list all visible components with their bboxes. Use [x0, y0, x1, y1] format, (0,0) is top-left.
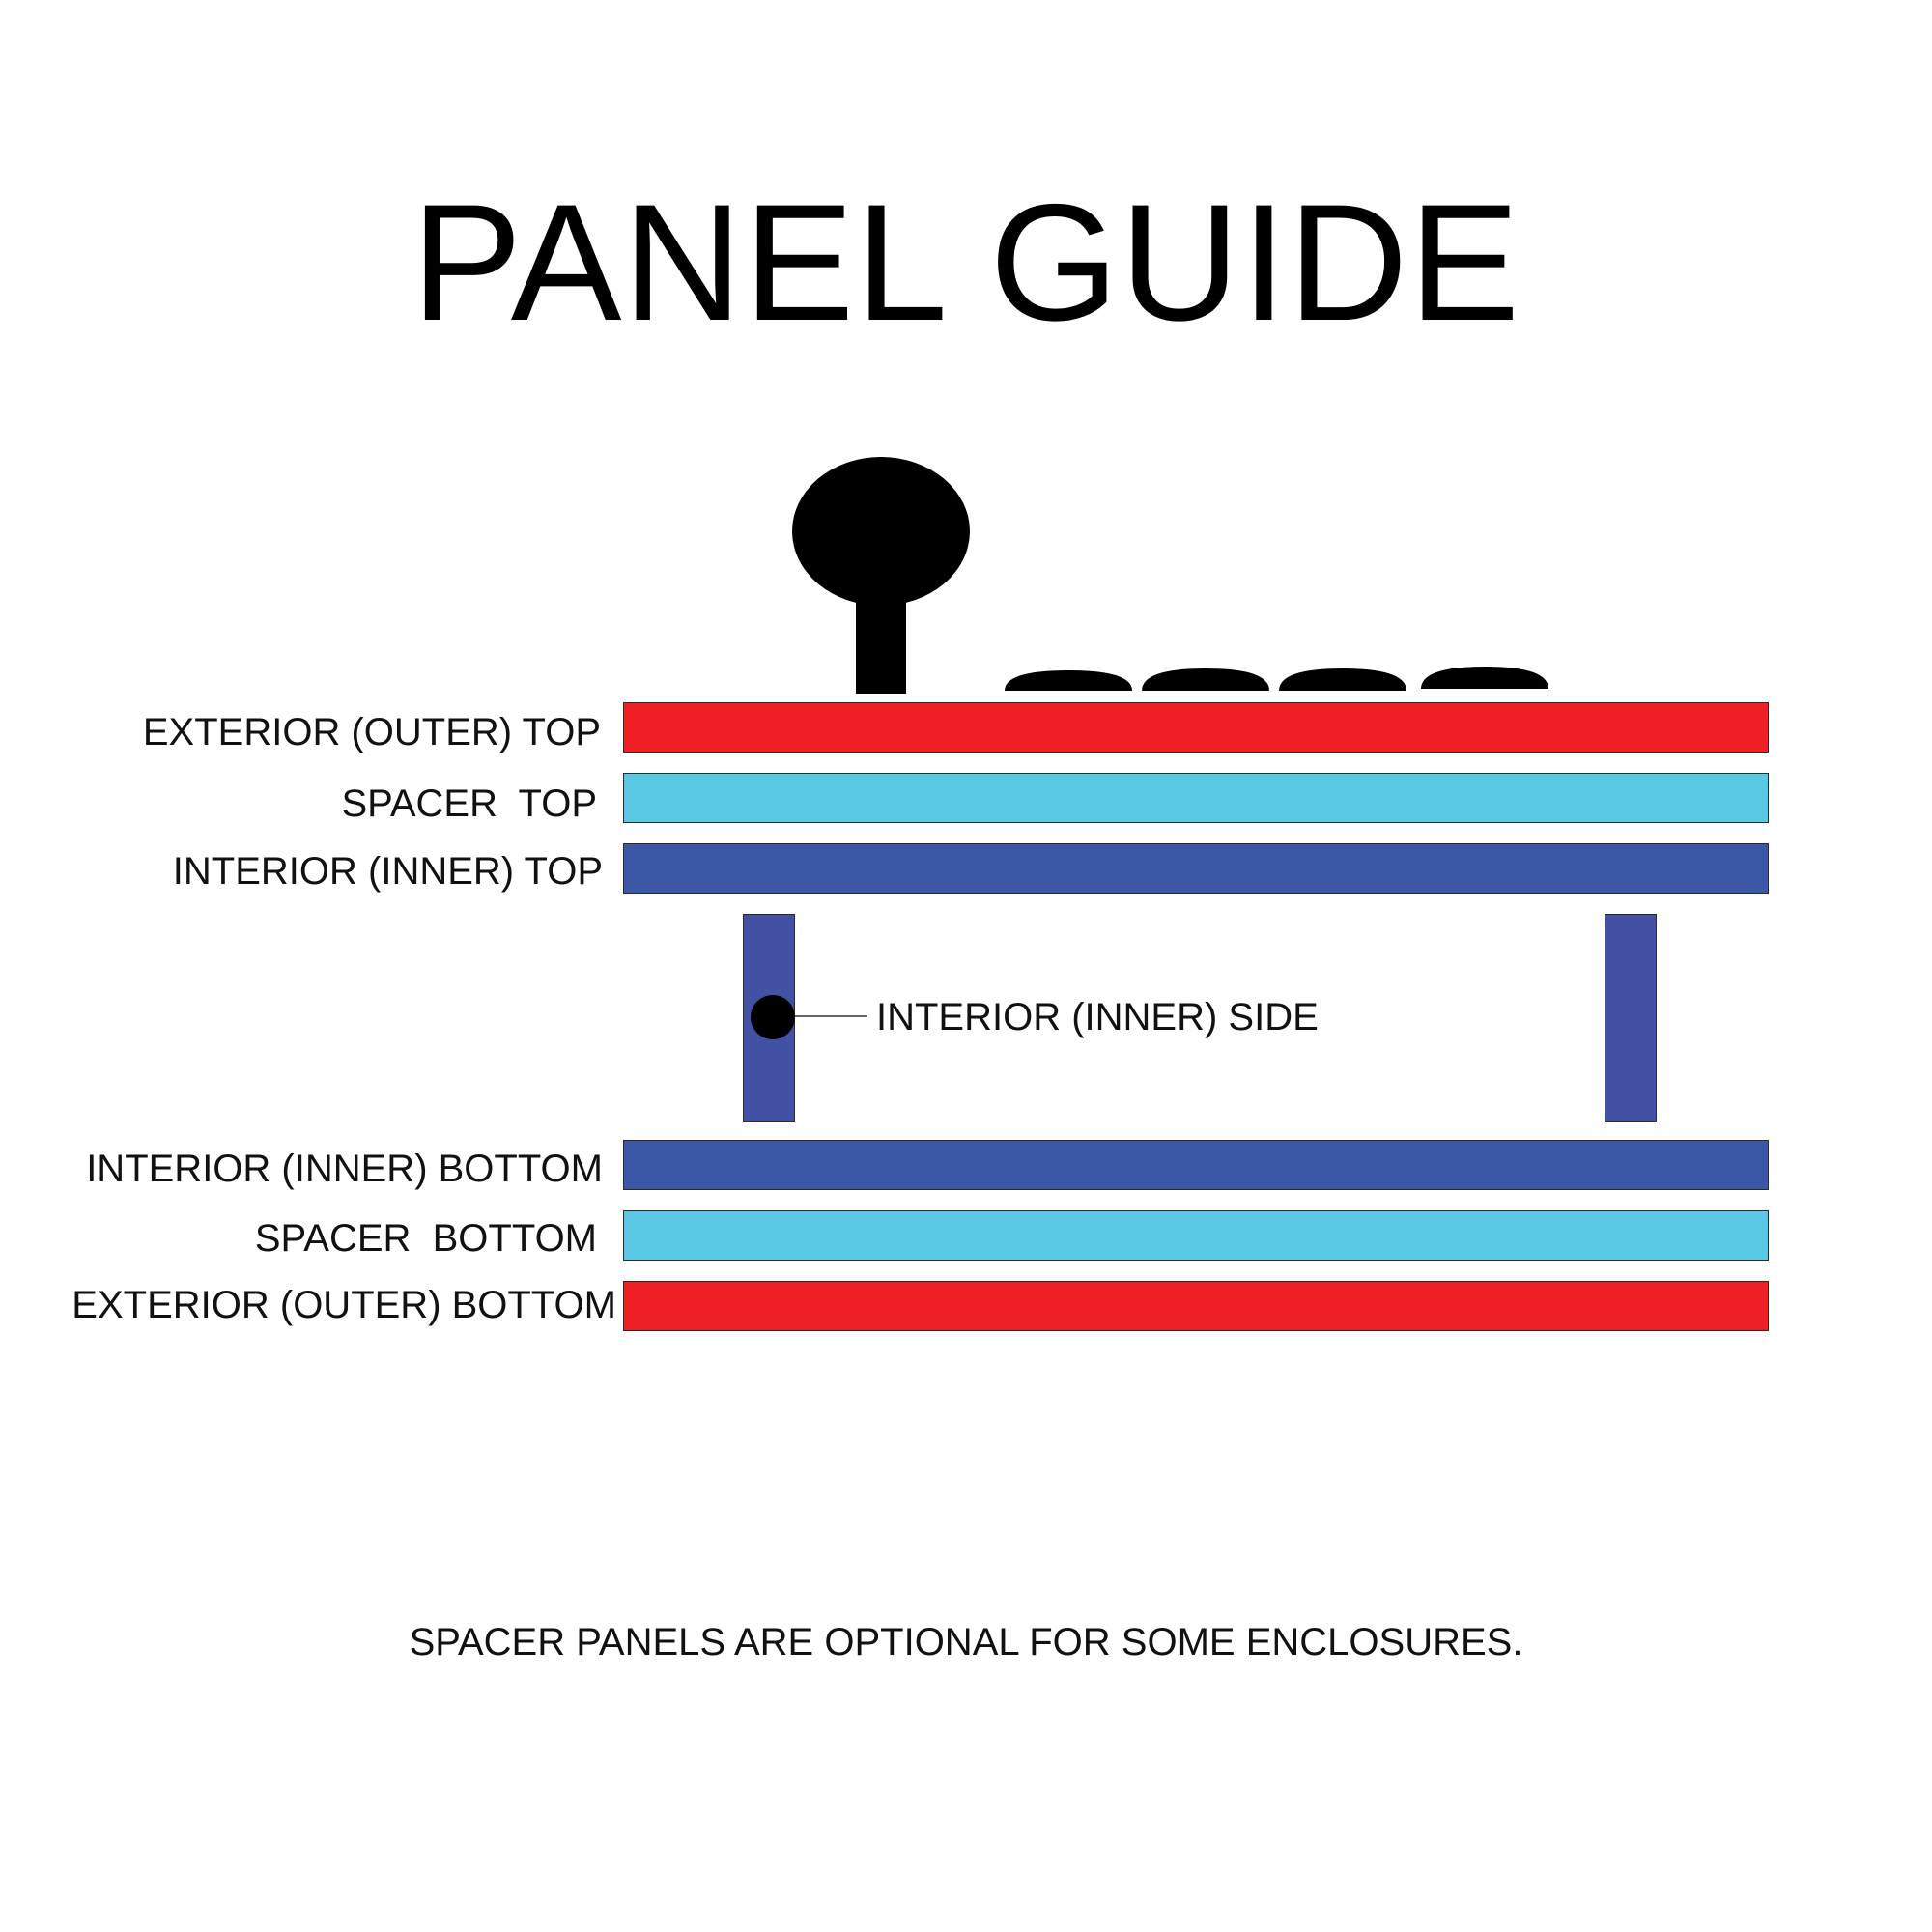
- page-title: PANEL GUIDE: [411, 170, 1521, 355]
- panel-exterior-bottom: [623, 1281, 1769, 1331]
- arcade-button-icon: [1142, 668, 1269, 691]
- panel-spacer-top: [623, 773, 1769, 823]
- label-spacer-bottom: SPACER BOTTOM: [254, 1217, 597, 1260]
- panel-exterior-top: [623, 702, 1769, 753]
- label-exterior-top: EXTERIOR (OUTER) TOP: [142, 711, 601, 753]
- label-exterior-bottom: EXTERIOR (OUTER) BOTTOM: [71, 1284, 616, 1326]
- arcade-button-icon: [1005, 670, 1132, 691]
- arcade-button-icon: [1279, 668, 1406, 691]
- panel-interior-side-right: [1605, 914, 1657, 1122]
- label-interior-top: INTERIOR (INNER) TOP: [172, 850, 603, 893]
- joystick-icon: [792, 457, 970, 694]
- callout-dot: [751, 995, 795, 1039]
- panel-spacer-bottom: [623, 1210, 1769, 1261]
- label-interior-bottom: INTERIOR (INNER) BOTTOM: [86, 1148, 603, 1190]
- panel-interior-bottom: [623, 1140, 1769, 1190]
- arcade-button-icon: [1421, 667, 1548, 689]
- label-interior-side: INTERIOR (INNER) SIDE: [876, 996, 1319, 1038]
- footnote: SPACER PANELS ARE OPTIONAL FOR SOME ENCL…: [409, 1621, 1523, 1663]
- label-spacer-top: SPACER TOP: [341, 782, 597, 825]
- panel-interior-top: [623, 843, 1769, 894]
